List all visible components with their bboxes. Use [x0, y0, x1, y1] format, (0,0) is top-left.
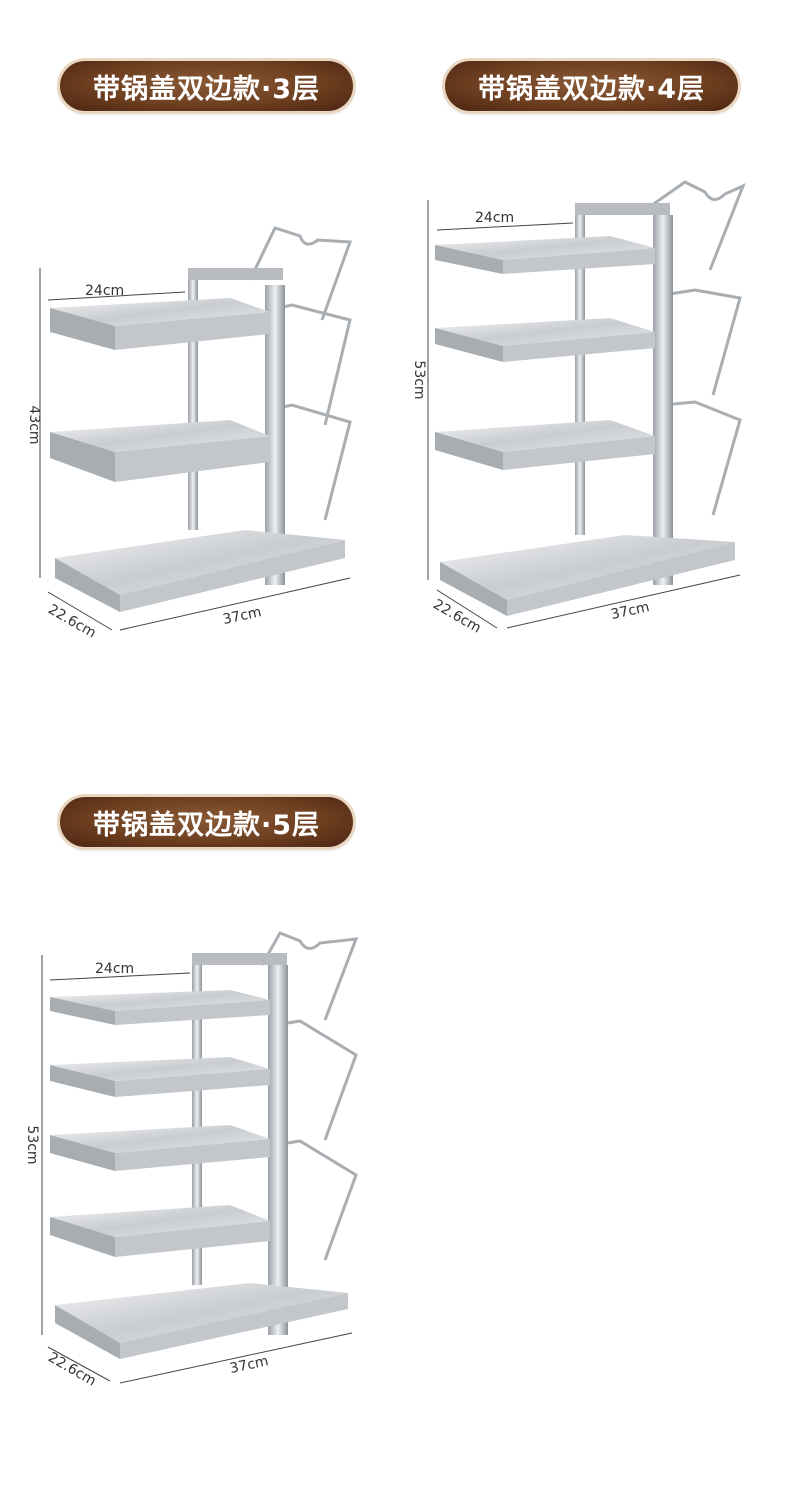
- front-post: [265, 285, 285, 585]
- dim-length: 37cm: [221, 604, 263, 628]
- dim-shelf-width: 24cm: [95, 961, 134, 977]
- dim-height: 53cm: [24, 1125, 40, 1164]
- shelf-tier-1: [50, 990, 270, 1025]
- panel-title-5-tier: 带锅盖双边款·5层: [60, 797, 353, 847]
- rear-post-left: [575, 205, 585, 535]
- dim-height: 53cm: [411, 360, 427, 399]
- panel-title-3-tier: 带锅盖双边款·3层: [60, 61, 353, 111]
- dim-length: 37cm: [228, 1353, 270, 1377]
- rack-5-tier-diagram: 24cm 53cm 22.6cm 37cm: [24, 931, 359, 1390]
- top-frame: [575, 203, 670, 215]
- shelf-tier-2: [435, 318, 655, 362]
- dim-shelf-width: 24cm: [85, 283, 124, 299]
- top-frame: [192, 953, 287, 965]
- top-frame: [188, 268, 283, 280]
- rear-post-left: [192, 955, 202, 1285]
- shelf-tier-3: [435, 420, 655, 470]
- shelf-base: [440, 535, 735, 616]
- rear-post-left: [188, 270, 198, 530]
- dim-shelf-width: 24cm: [475, 210, 514, 226]
- rack-3-tier-diagram: 24cm 43cm 22.6cm 37cm: [26, 226, 353, 642]
- dim-length: 37cm: [609, 599, 651, 623]
- front-post: [268, 965, 288, 1335]
- shelf-tier-1: [435, 236, 655, 274]
- shelf-tier-2: [50, 420, 270, 482]
- shelf-base: [55, 530, 345, 612]
- shelf-tier-1: [50, 298, 270, 350]
- panel-title-4-tier: 带锅盖双边款·4层: [445, 61, 738, 111]
- front-post: [653, 215, 673, 585]
- rack-4-tier-diagram: 24cm 53cm 22.6cm 37cm: [411, 180, 746, 637]
- shelf-tier-2: [50, 1057, 270, 1097]
- shelf-tier-3: [50, 1125, 270, 1171]
- lid-hook-wires: [644, 180, 746, 516]
- dim-depth: 22.6cm: [45, 1349, 98, 1389]
- dim-height: 43cm: [26, 405, 42, 444]
- shelf-base: [55, 1283, 348, 1359]
- dim-depth: 22.6cm: [45, 601, 98, 641]
- shelf-tier-4: [50, 1205, 270, 1257]
